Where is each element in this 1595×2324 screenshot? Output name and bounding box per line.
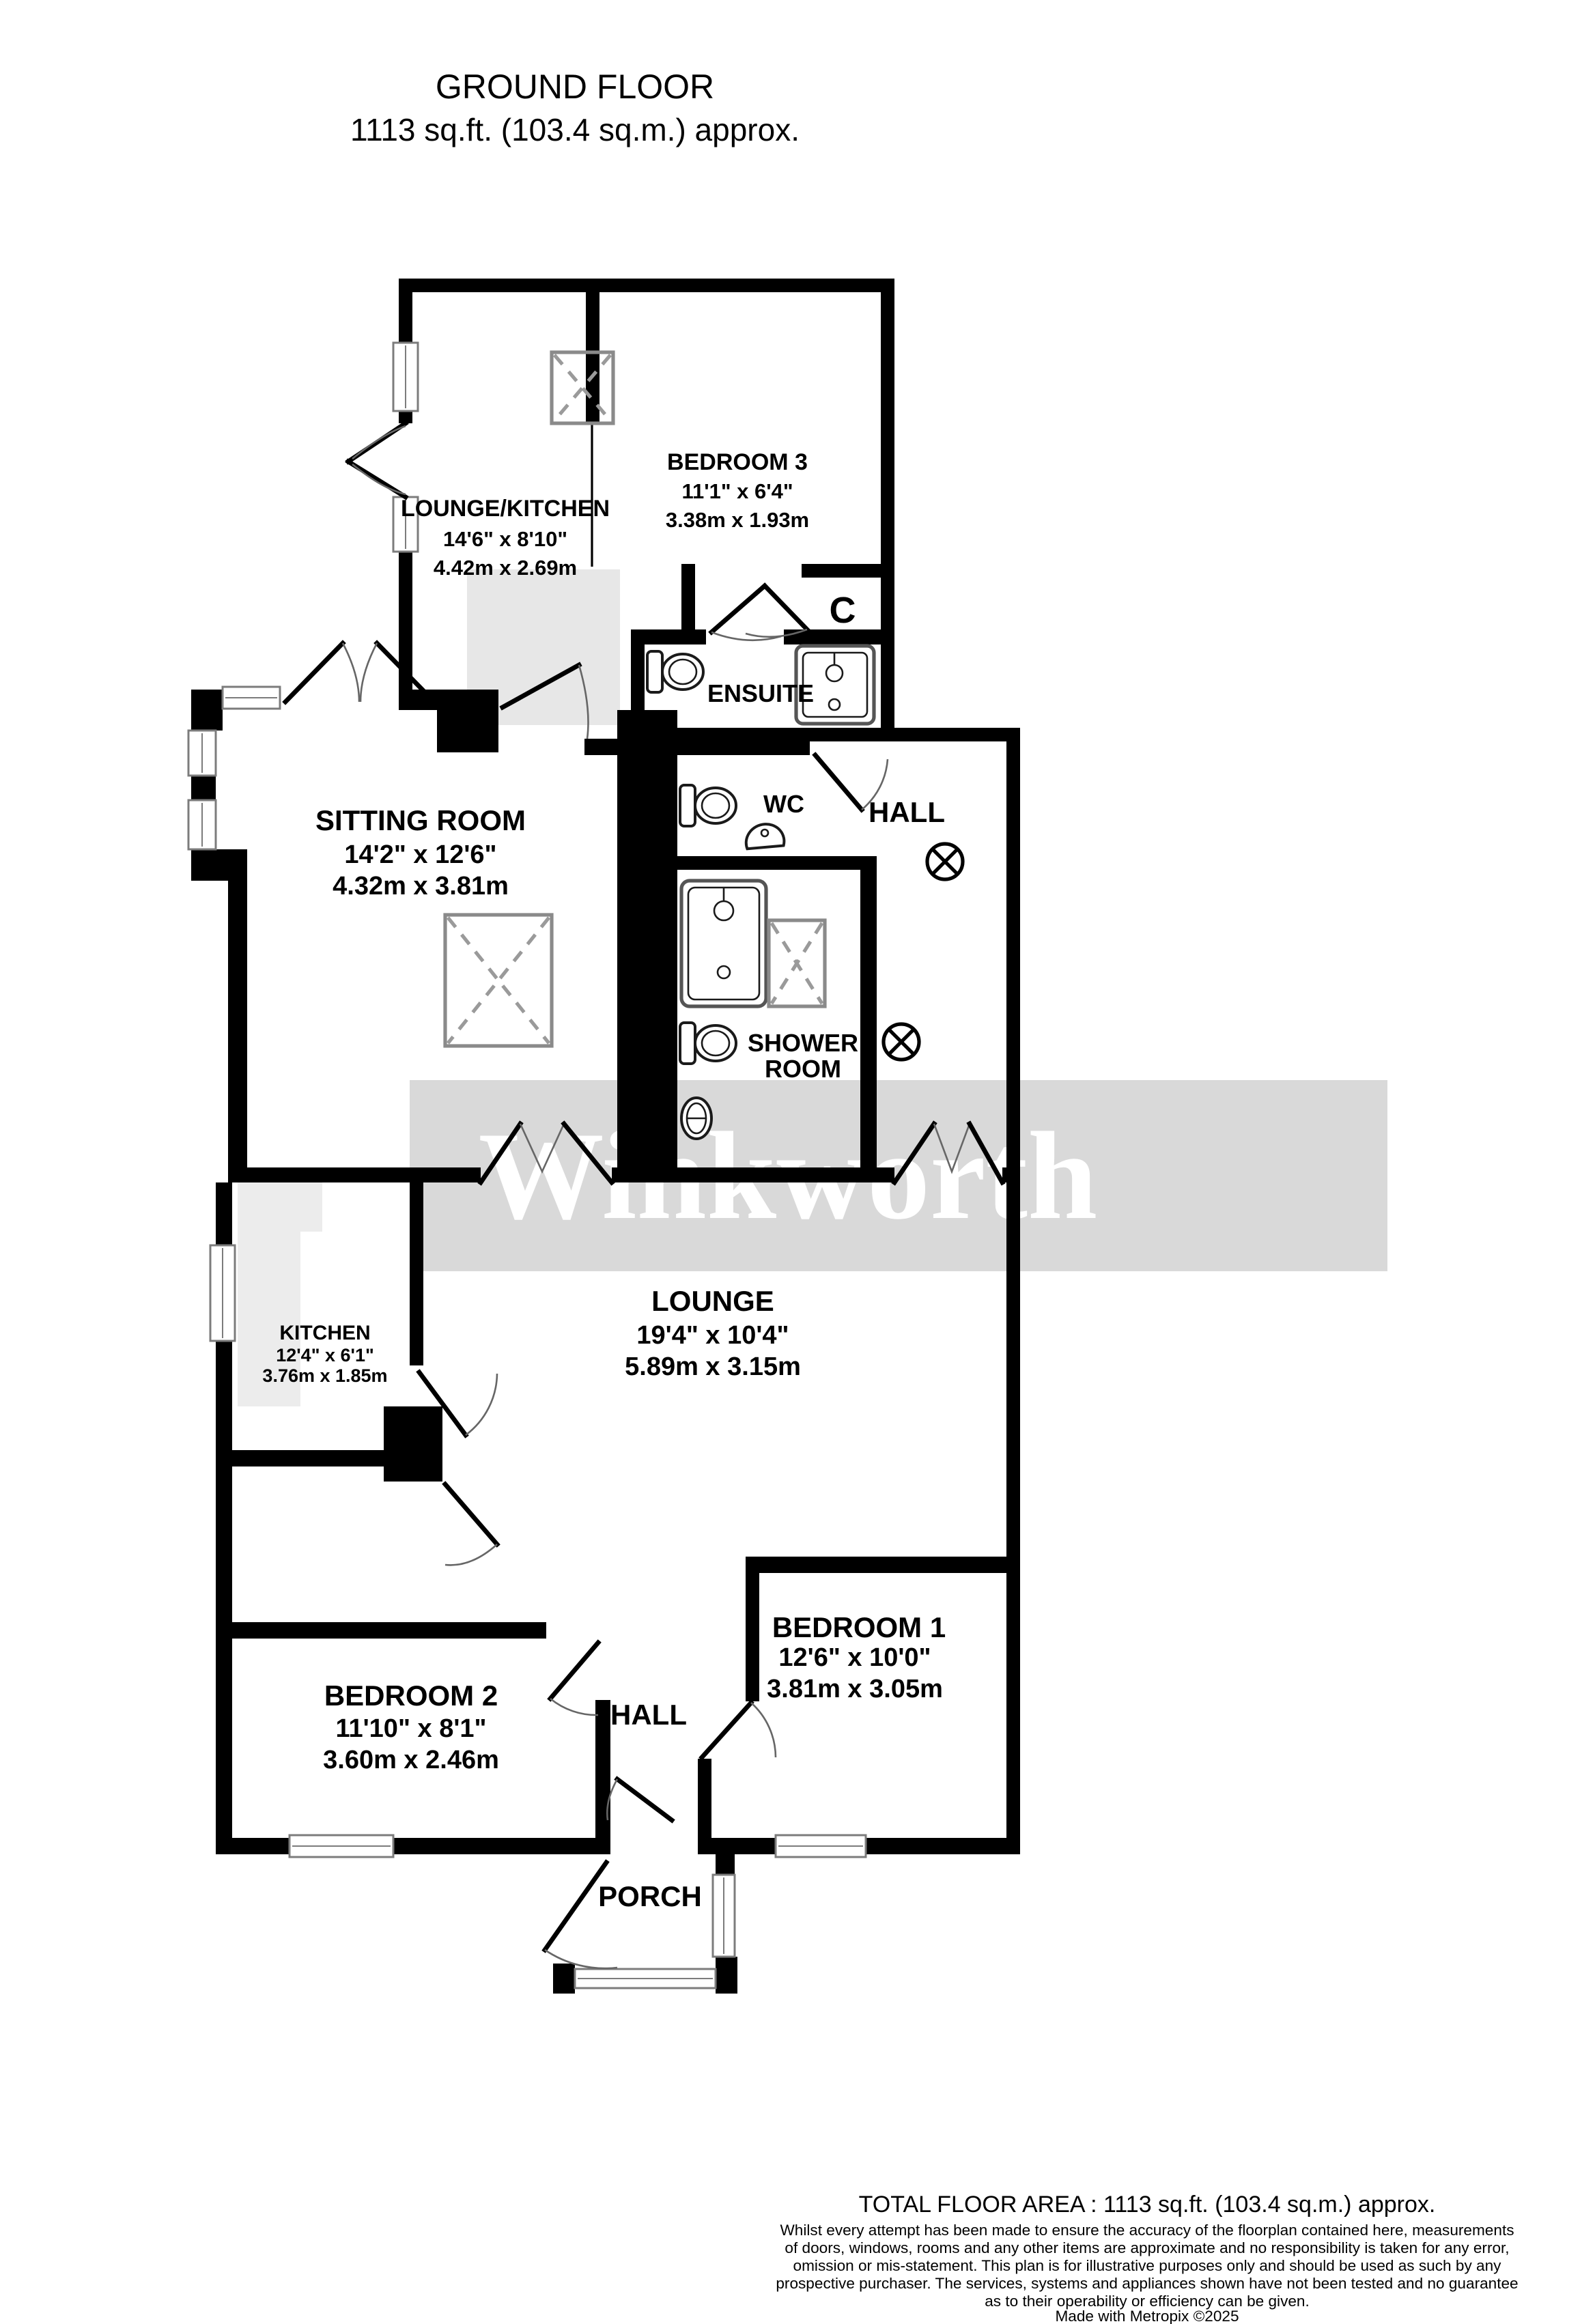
room-dim-metric: 4.32m x 3.81m xyxy=(333,872,509,901)
room-name-line1: SHOWER xyxy=(748,1029,858,1057)
ensuite-label: ENSUITE xyxy=(707,679,814,707)
chimney-stub xyxy=(384,1406,442,1482)
wc-label: WC xyxy=(763,790,804,818)
fixtures xyxy=(443,350,965,1140)
toilet-icon xyxy=(646,650,705,694)
ceiling-light-icon xyxy=(881,1022,921,1062)
ceiling-light-icon xyxy=(925,842,965,881)
window xyxy=(392,341,419,412)
hall-lower-label: HALL xyxy=(610,1699,687,1731)
double-doors xyxy=(282,640,438,705)
shower-enclosure-icon xyxy=(767,918,827,1008)
hall-porch-door xyxy=(606,1776,675,1824)
window xyxy=(288,1834,395,1858)
window xyxy=(187,799,217,851)
disclaimer-line: omission or mis-statement. This plan is … xyxy=(793,2257,1502,2274)
bedroom3-door xyxy=(745,582,810,638)
shower-room-label: SHOWER ROOM xyxy=(748,1029,858,1083)
room-dim-imperial: 12'4" x 6'1" xyxy=(276,1345,374,1365)
metropix-credit: Made with Metropix ©2025 xyxy=(1055,2308,1239,2324)
porch-label: PORCH xyxy=(598,1880,702,1912)
bedroom3-label: BEDROOM 3 11'1" x 6'4" 3.38m x 1.93m xyxy=(666,449,809,532)
room-dim-metric: 5.89m x 3.15m xyxy=(625,1352,801,1381)
room-dim-imperial: 12'6" x 10'0" xyxy=(778,1643,931,1672)
lounge-label: LOUNGE 19'4" x 10'4" 5.89m x 3.15m xyxy=(625,1285,801,1381)
kitchen-door xyxy=(416,1369,498,1439)
room-name: LOUNGE xyxy=(651,1285,774,1317)
inner-lobby-door xyxy=(442,1481,500,1566)
sink-icon xyxy=(680,1096,713,1140)
open-doorway-zigzag xyxy=(891,1120,1006,1186)
lounge-kitchen-label: LOUNGE/KITCHEN 14'6" x 8'10" 4.42m x 2.6… xyxy=(401,496,610,580)
toilet-icon xyxy=(679,1021,737,1065)
total-floor-area: TOTAL FLOOR AREA : 1113 sq.ft. (103.4 sq… xyxy=(859,2192,1436,2217)
toilet-icon xyxy=(679,784,737,827)
shower-tray-icon xyxy=(794,644,876,726)
disclaimer-line: Whilst every attempt has been made to en… xyxy=(780,2222,1514,2239)
footer: TOTAL FLOOR AREA : 1113 sq.ft. (103.4 sq… xyxy=(776,2192,1518,2324)
disclaimer-line: prospective purchaser. The services, sys… xyxy=(776,2275,1518,2292)
doors xyxy=(282,420,1006,1970)
sitting-room-label: SITTING ROOM 14'2" x 12'6" 4.32m x 3.81m xyxy=(315,804,526,901)
wc-door xyxy=(812,752,889,813)
walls xyxy=(191,279,1020,1994)
room-name-line2: ROOM xyxy=(765,1055,841,1083)
front-door xyxy=(541,1859,618,1970)
room-dim-imperial: 14'2" x 12'6" xyxy=(344,840,496,869)
kitchen-label: KITCHEN 12'4" x 6'1" 3.76m x 1.85m xyxy=(262,1322,387,1386)
window xyxy=(392,496,419,553)
room-dim-imperial: 19'4" x 10'4" xyxy=(636,1321,789,1350)
room-dim-metric: 4.42m x 2.69m xyxy=(434,556,577,580)
disclaimer-line: as to their operability or efficiency ca… xyxy=(985,2293,1310,2310)
window xyxy=(221,685,281,710)
floor-title: GROUND FLOOR xyxy=(436,68,714,106)
room-name: LOUNGE/KITCHEN xyxy=(401,496,610,522)
room-dim-imperial: 11'1" x 6'4" xyxy=(681,479,793,503)
window xyxy=(574,1968,717,1989)
window xyxy=(774,1834,867,1858)
room-dim-metric: 3.38m x 1.93m xyxy=(666,508,809,532)
french-doors xyxy=(345,420,409,500)
bedroom1-door xyxy=(698,1699,777,1761)
kitchen-counter-top xyxy=(238,1182,322,1232)
room-name: KITCHEN xyxy=(279,1322,370,1344)
hall-upper-label: HALL xyxy=(869,796,945,828)
room-name: BEDROOM 3 xyxy=(667,449,808,475)
room-dim-metric: 3.81m x 3.05m xyxy=(767,1675,943,1703)
bedroom3-divider-wall xyxy=(586,292,599,423)
room-labels: LOUNGE/KITCHEN 14'6" x 8'10" 4.42m x 2.6… xyxy=(262,449,946,1912)
room-name: SITTING ROOM xyxy=(315,804,526,836)
kitchen-divider-wall xyxy=(410,1182,423,1365)
bedroom1-label: BEDROOM 1 12'6" x 10'0" 3.81m x 3.05m xyxy=(767,1611,946,1703)
landing-door xyxy=(499,662,589,739)
shower-tray-icon xyxy=(679,879,768,1008)
shading: Winkworth xyxy=(238,569,1387,1406)
wardrobe-icon xyxy=(550,350,615,425)
windows xyxy=(187,341,867,1989)
disclaimer-line: of doors, windows, rooms and any other i… xyxy=(785,2239,1509,2256)
furniture-icon xyxy=(443,913,554,1048)
room-name: BEDROOM 1 xyxy=(772,1611,946,1643)
window xyxy=(187,729,217,777)
ensuite-door xyxy=(708,582,782,642)
room-dim-imperial: 11'10" x 8'1" xyxy=(335,1714,486,1743)
central-spine-wall xyxy=(617,710,677,1182)
bedroom2-label: BEDROOM 2 11'10" x 8'1" 3.60m x 2.46m xyxy=(323,1680,499,1774)
cupboard-label: C xyxy=(830,590,856,631)
window xyxy=(209,1244,236,1342)
plan-title: GROUND FLOOR 1113 sq.ft. (103.4 sq.m.) a… xyxy=(350,68,800,147)
open-doorway-zigzag xyxy=(477,1120,615,1186)
window xyxy=(711,1873,736,1958)
sink-icon xyxy=(744,823,786,851)
room-dim-imperial: 14'6" x 8'10" xyxy=(443,527,567,551)
bedroom2-door xyxy=(547,1639,602,1716)
floor-area-subtitle: 1113 sq.ft. (103.4 sq.m.) approx. xyxy=(350,112,800,147)
room-name: BEDROOM 2 xyxy=(324,1680,498,1712)
room-dim-metric: 3.76m x 1.85m xyxy=(262,1365,387,1386)
room-dim-metric: 3.60m x 2.46m xyxy=(323,1746,499,1774)
